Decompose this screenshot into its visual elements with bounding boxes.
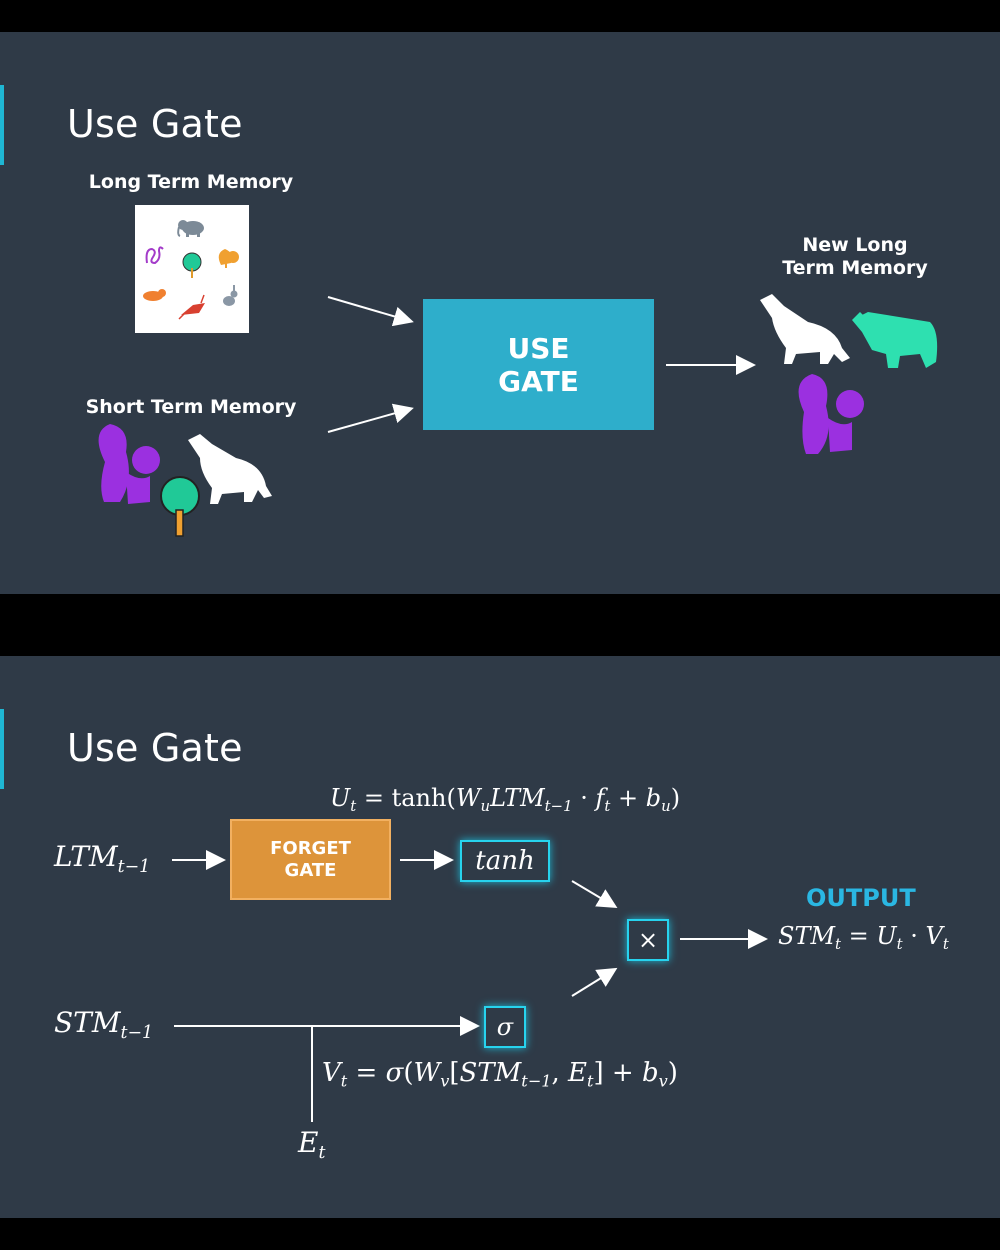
elephant-icon xyxy=(177,220,204,237)
arrow-tanh-to-mult xyxy=(571,880,618,909)
forget-gate-line2: GATE xyxy=(284,859,337,881)
gazelle-icon xyxy=(178,294,205,320)
title-accent-bar xyxy=(0,709,4,789)
stm-label: Short Term Memory xyxy=(85,396,297,418)
ltm-label: Long Term Memory xyxy=(88,171,294,193)
snake-icon xyxy=(145,246,164,265)
slide2-arrows xyxy=(172,850,768,1122)
slide-title: Use Gate xyxy=(67,102,243,146)
squirrel-icon xyxy=(218,249,239,268)
arrow-stm-to-gate xyxy=(327,403,414,433)
new-ltm-label: New Long Term Memory xyxy=(770,234,940,280)
new-ltm-line1: New Long xyxy=(802,234,908,256)
tree-icon xyxy=(182,252,202,278)
ltm-input-label: LTMt−1 xyxy=(54,840,151,878)
new-ltm-bear-icon xyxy=(852,312,938,368)
multiply-box: × xyxy=(627,919,669,961)
event-input-label: Et xyxy=(298,1126,326,1164)
arrow-sigma-to-mult xyxy=(571,967,618,997)
stm-input-label: STMt−1 xyxy=(54,1006,154,1044)
ltm-image-card xyxy=(135,205,249,333)
output-label: OUTPUT xyxy=(806,884,916,912)
slide-title: Use Gate xyxy=(67,726,243,770)
equation-u: Ut = tanh(WuLTMt−1 · ft + bu) xyxy=(330,784,681,816)
forget-gate-box: FORGET GATE xyxy=(230,819,391,900)
equation-stm: STMt = Ut · Vt xyxy=(778,922,949,954)
equation-v: Vt = σ(Wv[STMt−1, Et] + bv) xyxy=(322,1058,678,1091)
stm-wolf-icon xyxy=(188,434,272,504)
use-gate-box: USE GATE xyxy=(423,299,654,430)
sigma-box: σ xyxy=(484,1006,526,1048)
stm-tree-icon xyxy=(160,476,200,537)
tiger-icon xyxy=(143,289,166,301)
title-accent-bar xyxy=(0,85,4,165)
arrow-ltm-to-gate xyxy=(327,296,414,327)
new-ltm-wolf-icon xyxy=(760,294,850,364)
new-ltm-squirrel-icon xyxy=(798,374,864,454)
rabbit-icon xyxy=(223,285,238,306)
slide-use-gate-equations: Use Gate Ut = tanh(WuLTMt−1 · ft + bu) L… xyxy=(0,656,1000,1218)
stm-squirrel-icon xyxy=(98,424,160,504)
slide1-arrows xyxy=(98,294,938,537)
use-gate-line1: USE xyxy=(507,331,570,365)
tanh-box: tanh xyxy=(460,840,550,882)
use-gate-line2: GATE xyxy=(498,364,579,398)
new-ltm-line2: Term Memory xyxy=(782,257,928,279)
slide-use-gate-overview: Use Gate Long Term Memory Short Term Mem… xyxy=(0,32,1000,594)
forget-gate-line1: FORGET xyxy=(270,837,351,859)
